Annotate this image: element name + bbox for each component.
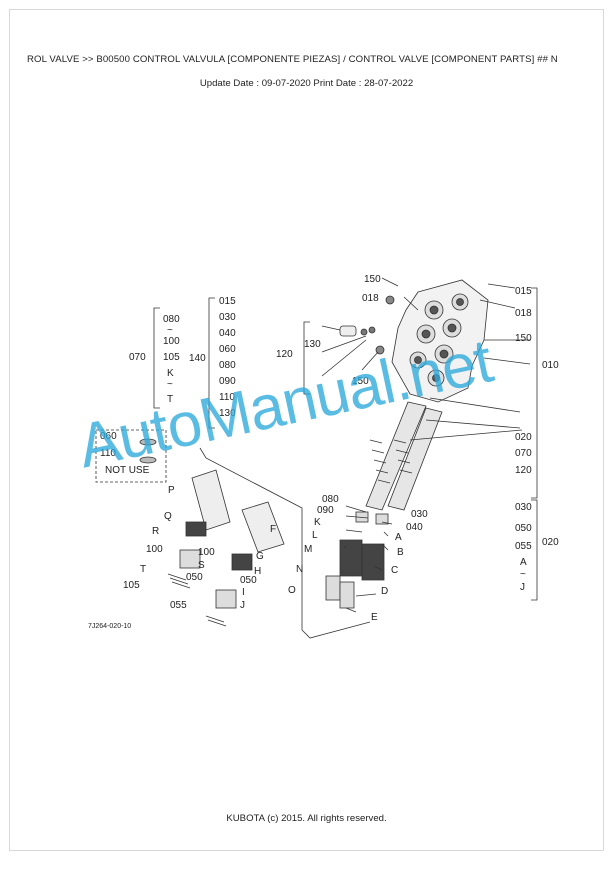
callout-055-right: 055 <box>515 541 532 552</box>
group140-060: 060 <box>219 344 236 355</box>
callout-130: 130 <box>304 339 321 350</box>
document-page: ROL VALVE >> B00500 CONTROL VALVULA [COM… <box>9 9 604 851</box>
callout-150-right: 150 <box>515 333 532 344</box>
group070-range2: ~ <box>167 379 173 390</box>
callout-050-left: 050 <box>186 572 203 583</box>
callout-i: I <box>242 587 245 598</box>
callout-150-lower: 150 <box>352 376 369 387</box>
figure-code: 7J264-020-10 <box>88 623 131 630</box>
group070-range1: ~ <box>167 325 173 336</box>
callout-050-right: 050 <box>515 523 532 534</box>
group140-130: 130 <box>219 408 236 419</box>
group140-090: 090 <box>219 376 236 387</box>
callout-020-right: 020 <box>515 432 532 443</box>
not-use-110: 110 <box>100 448 116 459</box>
group070-label: 070 <box>129 352 146 363</box>
callout-120: 120 <box>276 349 293 360</box>
group140-015: 015 <box>219 296 236 307</box>
callout-q: Q <box>164 511 172 522</box>
callout-n: N <box>296 564 303 575</box>
callout-j: J <box>240 600 245 611</box>
callout-l: L <box>312 530 318 541</box>
callout-o: O <box>288 585 296 596</box>
callout-055: 055 <box>170 600 187 611</box>
callout-p: P <box>168 485 175 496</box>
callout-a-right: A <box>520 557 527 568</box>
callout-150: 150 <box>364 274 381 285</box>
group140-030: 030 <box>219 312 236 323</box>
callout-k: K <box>314 517 321 528</box>
callout-105: 105 <box>123 580 140 591</box>
callout-s: S <box>198 560 205 571</box>
callout-c: C <box>391 565 398 576</box>
callout-018: 018 <box>362 293 379 304</box>
callout-j-right: J <box>520 582 525 593</box>
callout-018-right: 018 <box>515 308 532 319</box>
group070-t: T <box>167 394 173 405</box>
date-line: Update Date : 09-07-2020 Print Date : 28… <box>199 78 414 89</box>
group070-080: 080 <box>163 314 180 325</box>
callout-040: 040 <box>406 522 423 533</box>
callout-030-right: 030 <box>515 502 532 513</box>
callout-d: D <box>381 586 388 597</box>
callout-090: 090 <box>317 505 334 516</box>
callout-t: T <box>140 564 146 575</box>
callout-b: B <box>397 547 404 558</box>
exploded-parts-diagram: 150 018 120 130 150 015 018 150 010 020 … <box>88 274 559 639</box>
callout-080: 080 <box>322 494 339 505</box>
group070-105: 105 <box>163 352 180 363</box>
group140-080: 080 <box>219 360 236 371</box>
callout-020-group: 020 <box>542 537 559 548</box>
callout-r: R <box>152 526 159 537</box>
group070-k: K <box>167 368 174 379</box>
group140-110: 110 <box>219 392 235 403</box>
callout-f: F <box>270 524 276 535</box>
callout-h: H <box>254 566 261 577</box>
callout-030: 030 <box>411 509 428 520</box>
callout-100-right: 100 <box>198 547 215 558</box>
group140-label: 140 <box>189 353 206 364</box>
callout-g: G <box>256 551 264 562</box>
callout-015-right: 015 <box>515 286 532 297</box>
not-use-label: NOT USE <box>105 465 150 476</box>
callout-070-right: 070 <box>515 448 532 459</box>
callout-050-right: 050 <box>240 575 257 586</box>
callout-range-right: ~ <box>520 569 526 580</box>
callout-010: 010 <box>542 360 559 371</box>
copyright-footer: KUBOTA (c) 2015. All rights reserved. <box>226 813 387 824</box>
callout-a: A <box>395 532 402 543</box>
callout-m: M <box>304 544 312 555</box>
not-use-060: 060 <box>100 431 117 442</box>
callout-100-left: 100 <box>146 544 163 555</box>
group140-040: 040 <box>219 328 236 339</box>
callout-e: E <box>371 612 378 623</box>
group070-100: 100 <box>163 336 180 347</box>
page-title-text: ROL VALVE >> B00500 CONTROL VALVULA [COM… <box>27 54 558 65</box>
callout-120-right: 120 <box>515 465 532 476</box>
